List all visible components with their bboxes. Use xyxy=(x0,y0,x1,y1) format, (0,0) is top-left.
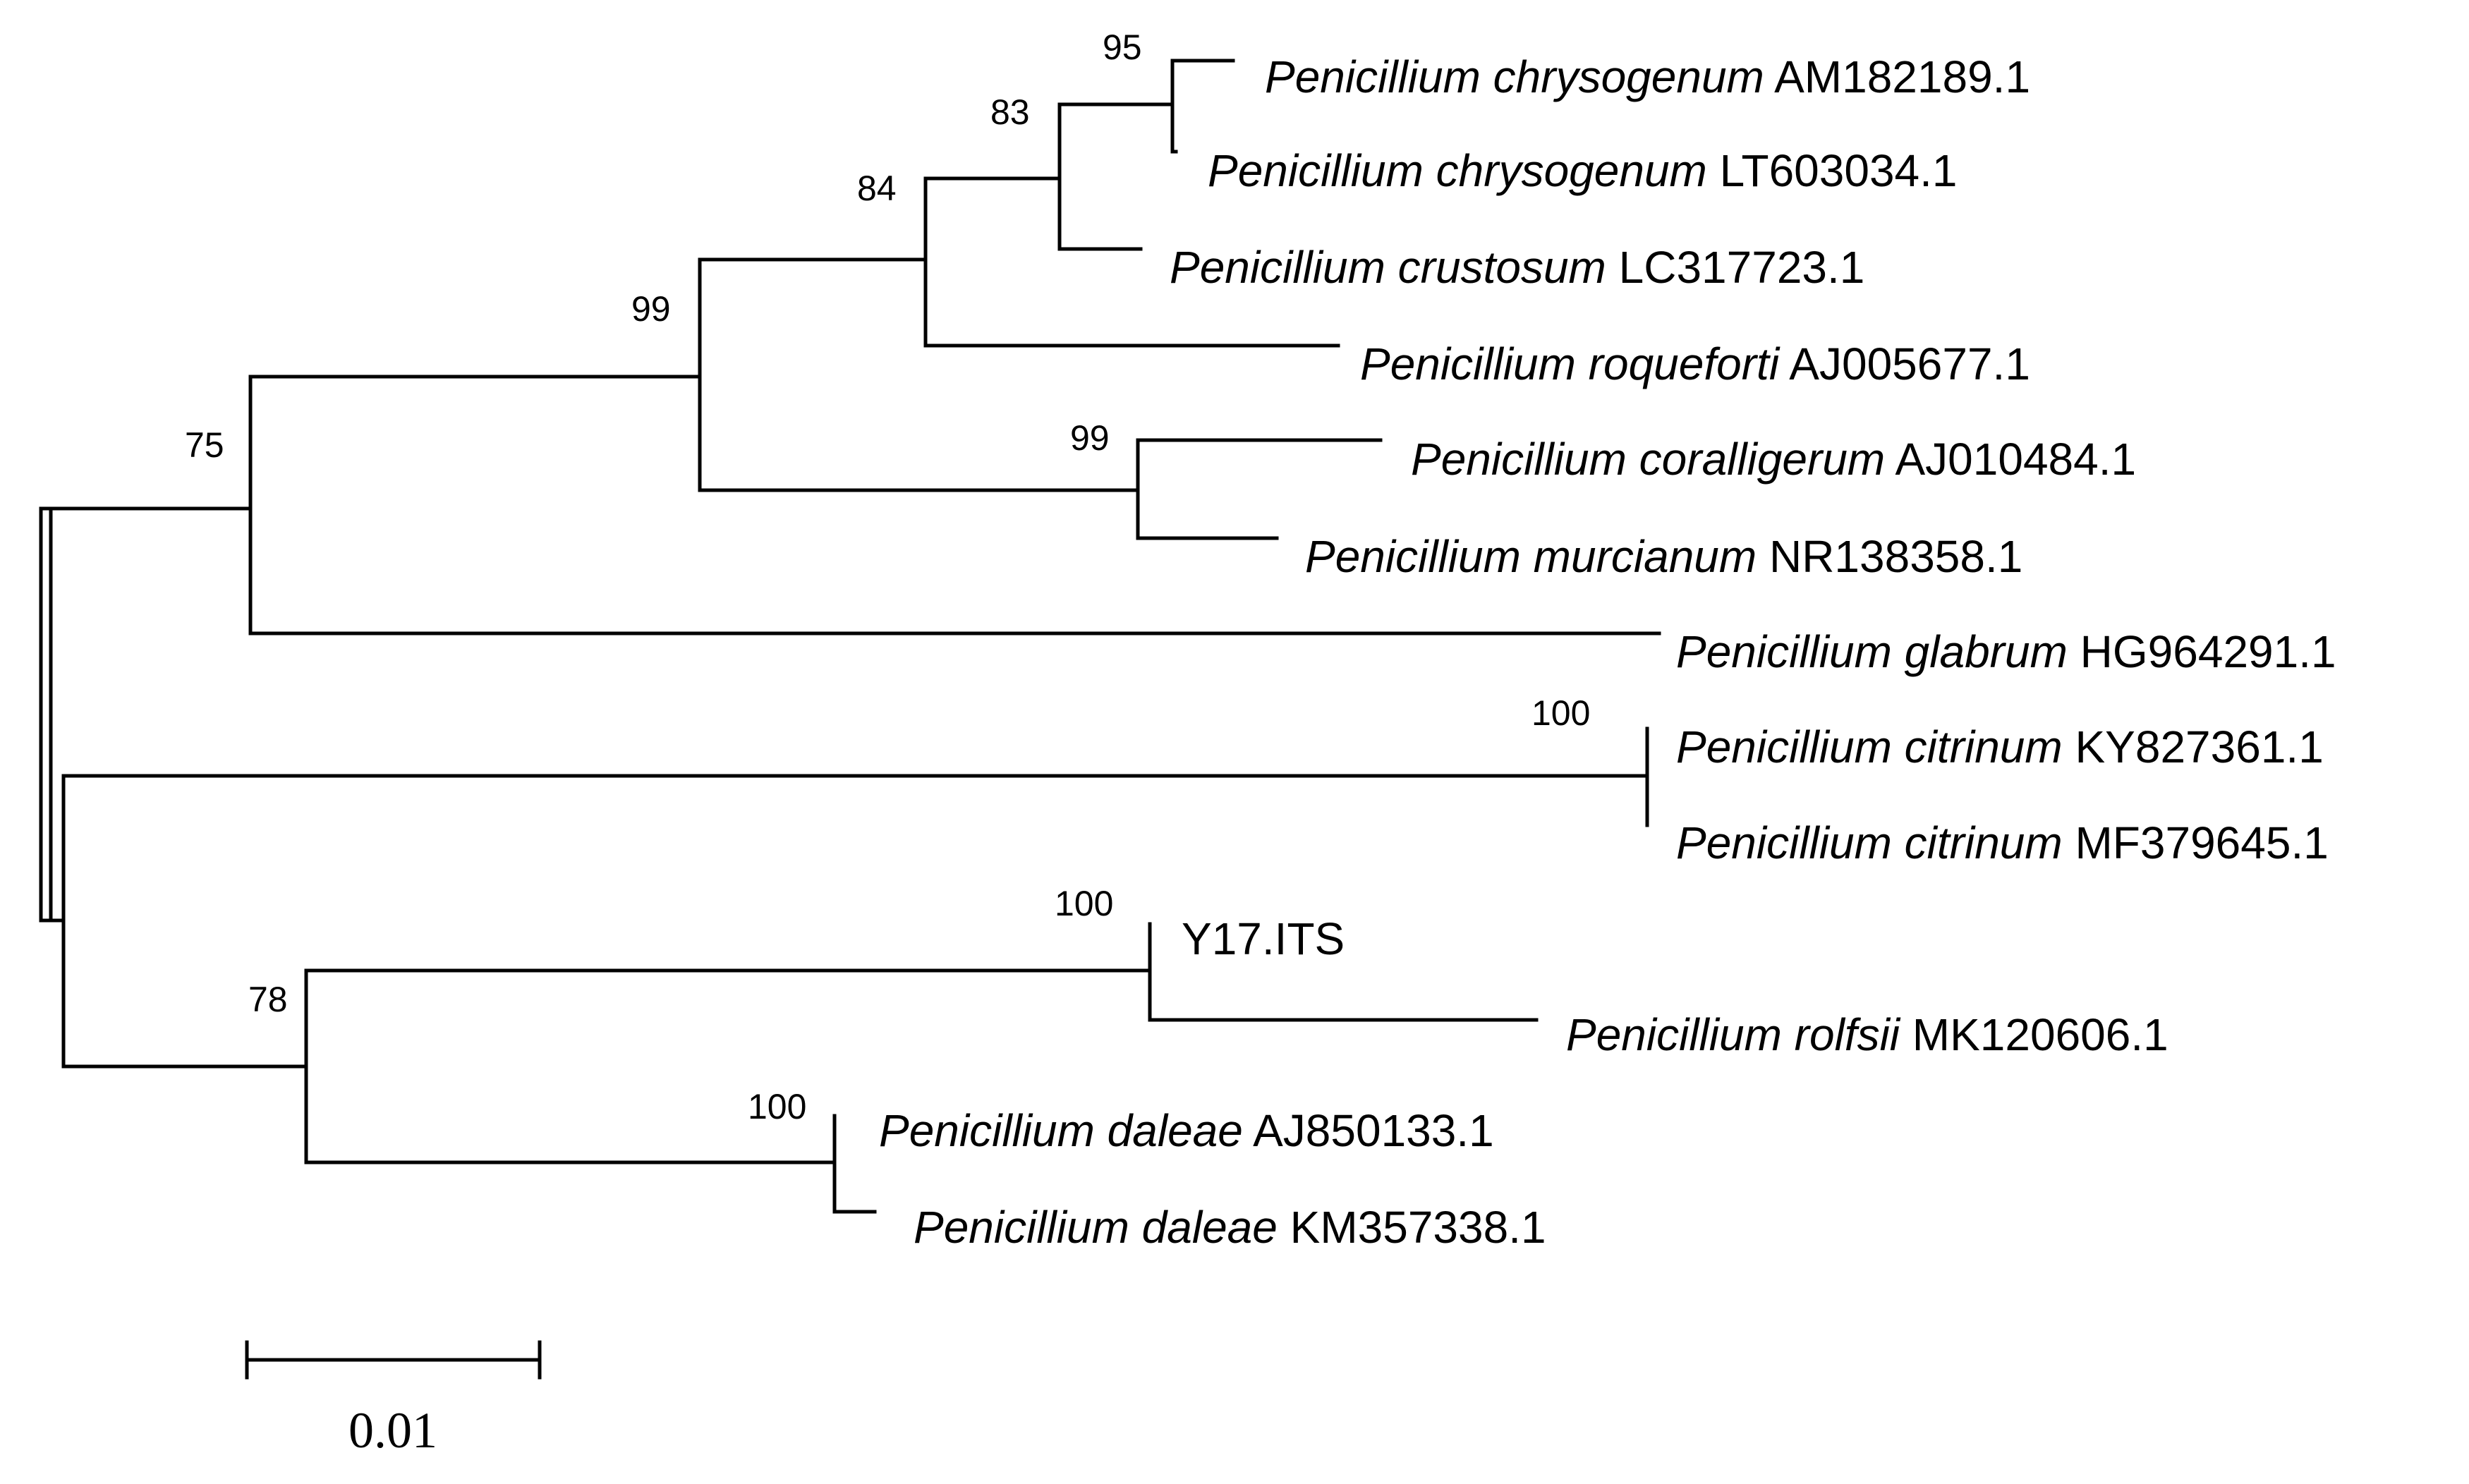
taxon-label: Penicillium crustosum LC317723.1 xyxy=(1170,242,1864,293)
bootstrap-label: 78 xyxy=(248,980,288,1019)
taxon-accession: LT603034.1 xyxy=(1720,145,1958,196)
taxon-genus: Penicillium xyxy=(914,1202,1129,1253)
taxon-genus: Penicillium xyxy=(1676,817,1892,868)
taxon-label: Penicillium murcianum NR138358.1 xyxy=(1305,531,2022,582)
taxon-species: chrysogenum xyxy=(1493,51,1764,102)
taxon-label: Penicillium citrinum KY827361.1 xyxy=(1676,722,2324,772)
taxon-accession: Y17.ITS xyxy=(1182,913,1345,964)
bootstrap-label: 100 xyxy=(748,1087,806,1126)
taxon-species: daleae xyxy=(1142,1202,1278,1253)
bootstrap-label: 83 xyxy=(990,92,1030,132)
taxon-accession: LC317723.1 xyxy=(1619,242,1865,293)
taxon-species: citrinum xyxy=(1905,817,2063,868)
taxon-genus: Penicillium xyxy=(1676,626,1892,677)
taxon-species: daleae xyxy=(1108,1105,1243,1156)
taxon-species: murcianum xyxy=(1534,531,1757,582)
taxon-label: Penicillium daleae KM357338.1 xyxy=(914,1202,1546,1253)
taxon-genus: Penicillium xyxy=(1305,531,1521,582)
bootstrap-label: 100 xyxy=(1531,693,1590,733)
taxon-accession: AM182189.1 xyxy=(1774,51,2030,102)
taxon-genus: Penicillium xyxy=(1265,51,1481,102)
taxon-label: Y17.ITS xyxy=(1182,913,1345,964)
taxon-labels: Penicillium chrysogenum AM182189.1 Penic… xyxy=(879,51,2336,1253)
taxon-genus: Penicillium xyxy=(1566,1009,1782,1060)
taxon-species: roqueforti xyxy=(1589,339,1781,389)
bootstrap-label: 99 xyxy=(631,289,671,329)
bootstrap-label: 75 xyxy=(185,425,224,465)
taxon-genus: Penicillium xyxy=(879,1105,1095,1156)
taxon-label: Penicillium rolfsii MK120606.1 xyxy=(1566,1009,2168,1060)
tree-branches xyxy=(39,59,1661,1214)
taxon-species: glabrum xyxy=(1905,626,2068,677)
taxon-accession: MK120606.1 xyxy=(1912,1009,2168,1060)
bootstrap-label: 99 xyxy=(1070,418,1110,458)
taxon-label: Penicillium citrinum MF379645.1 xyxy=(1676,817,2329,868)
bootstrap-values: 95 83 84 99 99 75 100 100 100 78 xyxy=(185,28,1590,1126)
taxon-accession: MF379645.1 xyxy=(2075,817,2328,868)
taxon-genus: Penicillium xyxy=(1411,434,1627,485)
taxon-accession: KM357338.1 xyxy=(1290,1202,1546,1253)
taxon-accession: KY827361.1 xyxy=(2075,722,2323,772)
taxon-accession: AJ850133.1 xyxy=(1253,1105,1494,1156)
bootstrap-label: 84 xyxy=(857,169,897,208)
scale-bar: 0.01 xyxy=(245,1340,542,1459)
taxon-label: Penicillium coralligerum AJ010484.1 xyxy=(1411,434,2136,485)
taxon-accession: AJ005677.1 xyxy=(1789,339,2030,389)
taxon-label: Penicillium roqueforti AJ005677.1 xyxy=(1360,339,2030,389)
bootstrap-label: 100 xyxy=(1055,884,1113,923)
taxon-accession: HG964291.1 xyxy=(2080,626,2336,677)
taxon-species: rolfsii xyxy=(1795,1009,1901,1060)
taxon-genus: Penicillium xyxy=(1170,242,1385,293)
taxon-label: Penicillium glabrum HG964291.1 xyxy=(1676,626,2336,677)
taxon-genus: Penicillium xyxy=(1360,339,1576,389)
taxon-label: Penicillium chrysogenum AM182189.1 xyxy=(1265,51,2030,102)
taxon-label: Penicillium daleae AJ850133.1 xyxy=(879,1105,1494,1156)
taxon-species: citrinum xyxy=(1905,722,2063,772)
taxon-genus: Penicillium xyxy=(1208,145,1424,196)
taxon-species: coralligerum xyxy=(1639,434,1886,485)
taxon-species: crustosum xyxy=(1398,242,1606,293)
taxon-species: chrysogenum xyxy=(1436,145,1707,196)
taxon-accession: AJ010484.1 xyxy=(1895,434,2136,485)
taxon-accession: NR138358.1 xyxy=(1769,531,2022,582)
taxon-label: Penicillium chrysogenum LT603034.1 xyxy=(1208,145,1958,196)
bootstrap-label: 95 xyxy=(1103,28,1142,67)
taxon-genus: Penicillium xyxy=(1676,722,1892,772)
scale-bar-label: 0.01 xyxy=(348,1402,437,1459)
